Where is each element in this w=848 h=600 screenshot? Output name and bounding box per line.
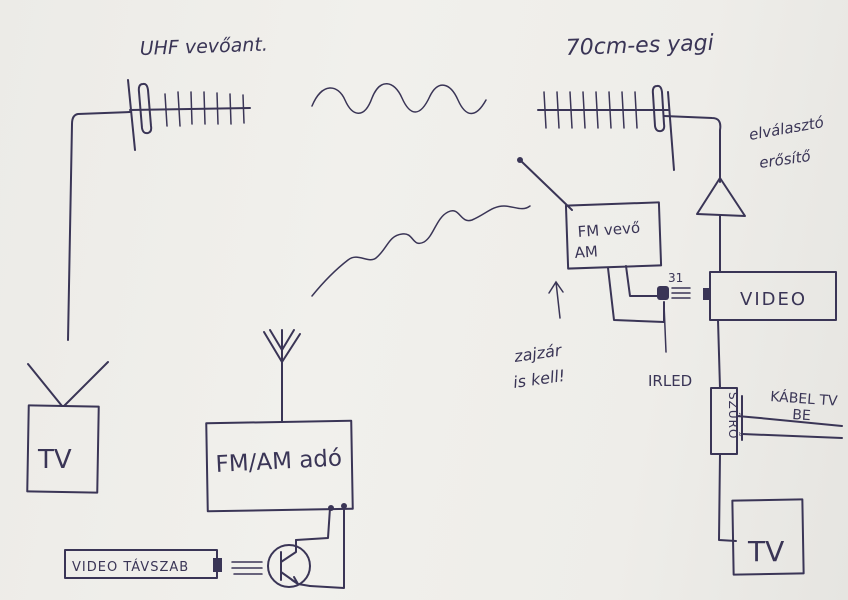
filter-to-tv-cable bbox=[718, 453, 737, 542]
fm-receiver-label-1: FM vevő bbox=[577, 219, 641, 241]
fm-radio-wave bbox=[311, 205, 531, 297]
cable-tv-input-line bbox=[736, 415, 843, 439]
tv-left-label: TV bbox=[37, 445, 72, 475]
yagi-label: 70cm-es yagi bbox=[565, 31, 714, 61]
remote-ir-rays bbox=[231, 561, 263, 575]
yagi-antenna bbox=[537, 84, 675, 171]
video-to-filter-cable bbox=[717, 319, 721, 389]
squelch-note-1: zajzár bbox=[512, 340, 564, 366]
squelch-note-2: is kell! bbox=[512, 366, 566, 392]
fm-am-transmitter-label: FM/AM adó bbox=[215, 445, 343, 478]
uhf-antenna-label: UHF vevőant. bbox=[139, 34, 268, 60]
splitter-amplifier-symbol bbox=[696, 177, 746, 217]
splitter-amplifier-label-2: erősítő bbox=[758, 147, 812, 172]
filter-label: SZŰRŐ bbox=[726, 392, 741, 439]
video-ir-receiver bbox=[703, 288, 710, 300]
uhf-to-tv-cable bbox=[67, 111, 131, 341]
irled-leader-line bbox=[663, 303, 667, 353]
transistor-symbol bbox=[267, 544, 311, 588]
fm-receiver-antenna-tip bbox=[517, 157, 523, 163]
receiver-to-irled-wire-1 bbox=[625, 265, 661, 297]
transmitter-key-wire-1 bbox=[295, 507, 331, 541]
transistor-leads bbox=[280, 539, 311, 587]
irled-label: IRLED bbox=[648, 372, 692, 390]
transmitter-terminal-2 bbox=[341, 503, 347, 509]
filter-box bbox=[710, 387, 738, 455]
transmitter-key-wire-2 bbox=[309, 505, 345, 589]
video-remote-emitter bbox=[213, 558, 222, 572]
cable-tv-label-2: BE bbox=[792, 407, 812, 424]
uhf-radio-wave bbox=[311, 83, 487, 115]
fm-receiver-label-2: AM bbox=[574, 242, 598, 262]
video-recorder-box bbox=[709, 271, 837, 321]
cable-tv-label-1: KÁBEL TV bbox=[770, 388, 839, 410]
transmitter-terminal-1 bbox=[328, 505, 334, 511]
squelch-arrow bbox=[548, 280, 564, 319]
uhf-antenna bbox=[127, 79, 251, 151]
fm-am-transmitter-box bbox=[205, 419, 354, 513]
transmitter-antenna bbox=[263, 329, 301, 423]
splitter-amplifier-label-1: elválasztó bbox=[748, 113, 826, 144]
yagi-feedline bbox=[663, 115, 722, 183]
fm-receiver-antenna bbox=[519, 159, 573, 211]
pin-number-label: 31 bbox=[668, 271, 683, 285]
video-recorder-label: VIDEO bbox=[740, 289, 807, 310]
video-remote-label: VIDEO TÁVSZAB bbox=[72, 559, 189, 575]
fm-receiver-box bbox=[564, 201, 663, 270]
tv-left-antenna-left bbox=[27, 363, 63, 407]
irled-component bbox=[657, 286, 669, 300]
tv-right-box bbox=[731, 498, 805, 576]
tv-right-label: TV bbox=[747, 535, 784, 568]
tv-left-antenna-right bbox=[63, 361, 109, 407]
